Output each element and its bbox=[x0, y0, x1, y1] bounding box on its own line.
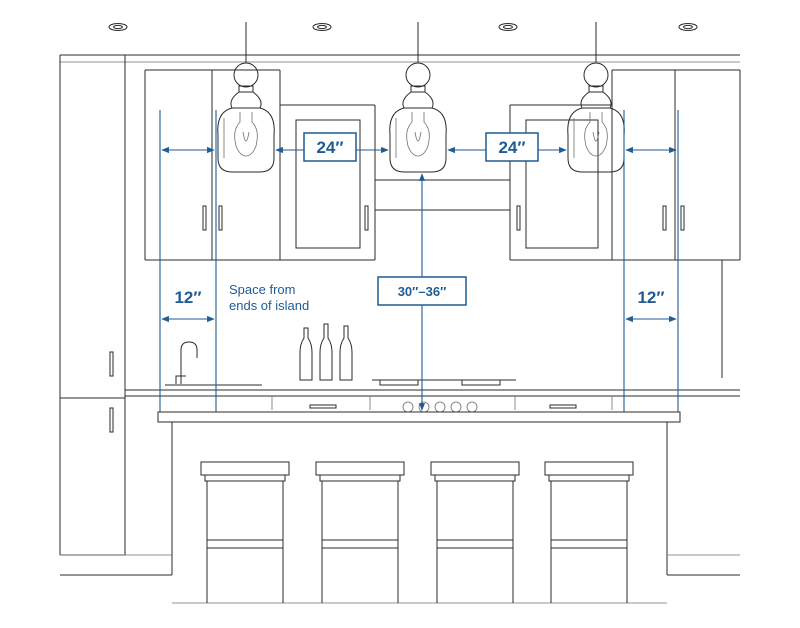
bar-stool bbox=[315, 461, 405, 603]
dimension-lines bbox=[159, 110, 679, 412]
annotation-note: Space from ends of island bbox=[229, 282, 309, 313]
svg-text:24″: 24″ bbox=[498, 138, 525, 157]
bar-stool bbox=[430, 461, 520, 603]
dimension-label-height: 30″–36″ bbox=[377, 276, 467, 306]
bar-stools bbox=[200, 461, 634, 603]
dimension-label-right-end: 12″ bbox=[637, 288, 664, 307]
ceiling-lights bbox=[108, 23, 698, 31]
pendant-light bbox=[389, 22, 447, 173]
dimension-label-right-spacing: 24″ bbox=[485, 132, 539, 162]
bar-stool bbox=[544, 461, 634, 603]
upper-cabinets bbox=[59, 54, 741, 556]
annotation-line-1: Space from bbox=[229, 282, 295, 297]
annotation-line-2: ends of island bbox=[229, 298, 309, 313]
dimension-label-left-spacing: 24″ bbox=[303, 132, 357, 162]
bar-stool bbox=[200, 461, 290, 603]
back-counter bbox=[125, 323, 740, 413]
svg-text:30″–36″: 30″–36″ bbox=[398, 284, 447, 299]
dimension-label-left-end: 12″ bbox=[174, 288, 201, 307]
pendant-light bbox=[567, 22, 625, 173]
kitchen-island bbox=[60, 411, 740, 604]
svg-text:24″: 24″ bbox=[316, 138, 343, 157]
pendant-light bbox=[217, 22, 275, 173]
pendant-lights bbox=[217, 22, 625, 173]
